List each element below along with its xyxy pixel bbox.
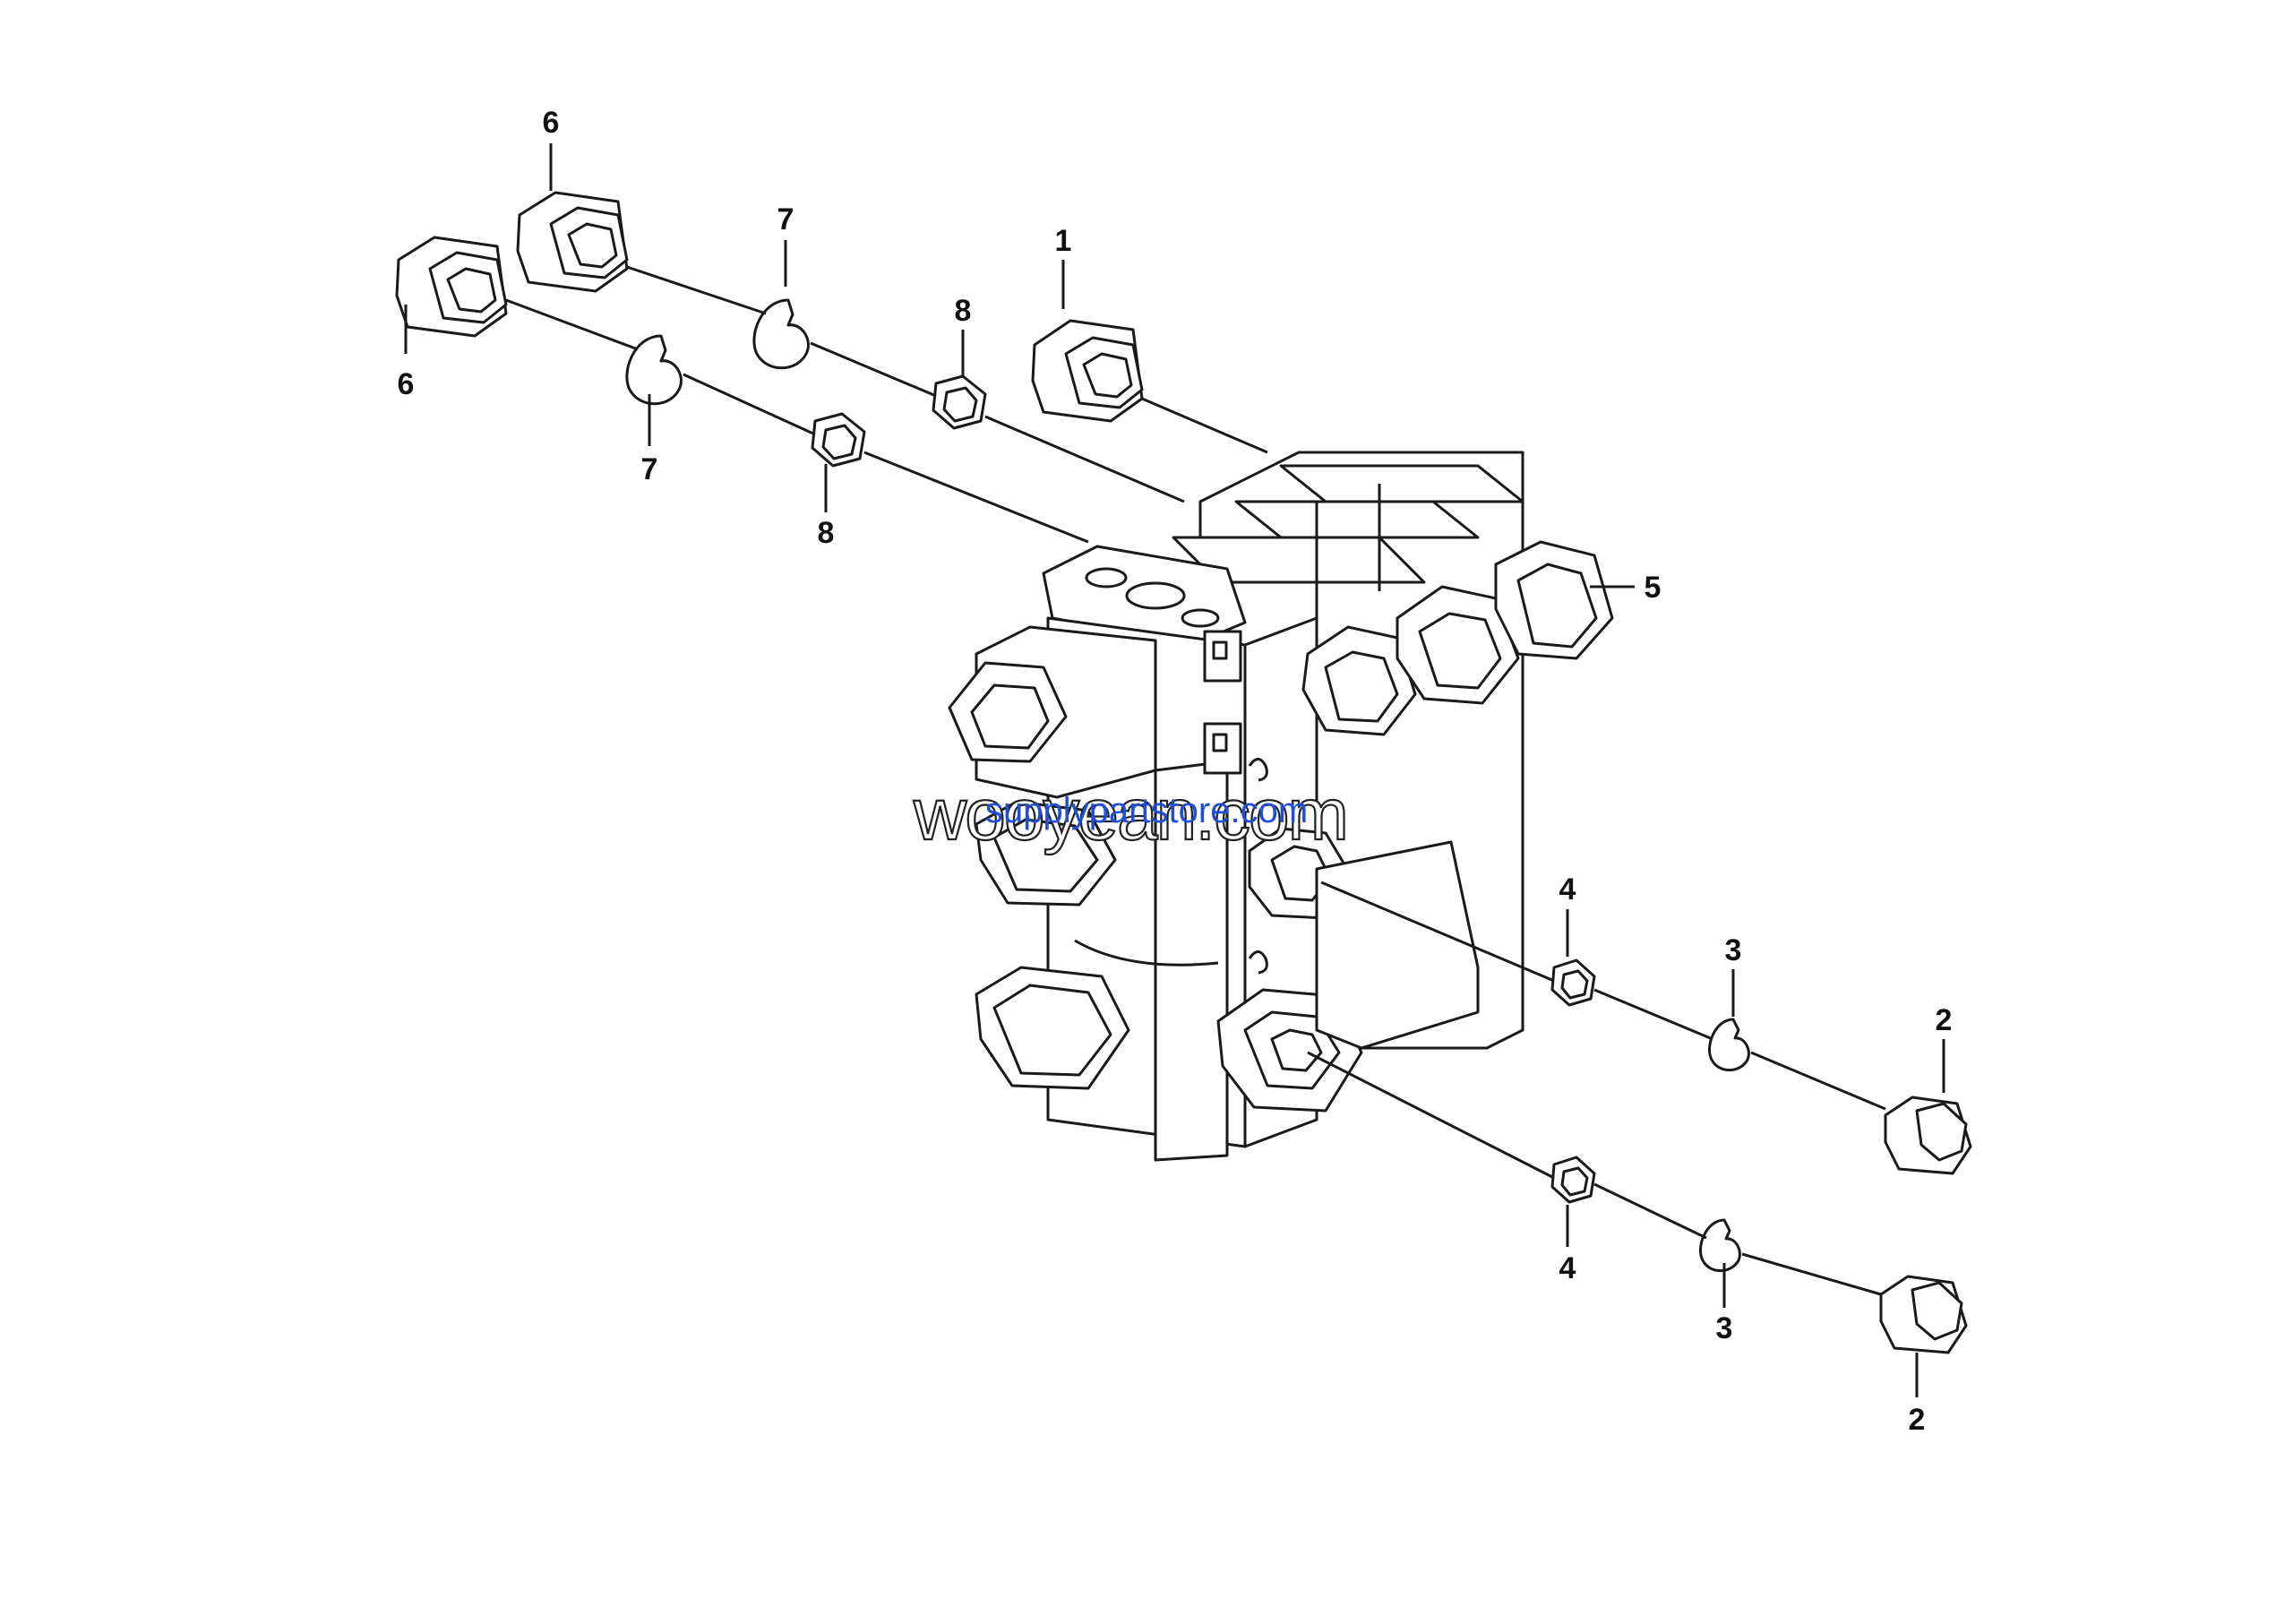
callout-4-lower: 4 bbox=[1559, 1251, 1576, 1285]
watermark-primary: wooyean.com bbox=[913, 774, 1347, 855]
callout-5: 5 bbox=[1645, 571, 1662, 605]
callout-3-upper: 3 bbox=[1725, 933, 1742, 967]
nut-part-4-upper bbox=[1550, 958, 1596, 1007]
callout-6-upper: 6 bbox=[543, 106, 560, 140]
watermark: wooyean.com supplypartstore.com bbox=[912, 773, 1350, 856]
callout-3-lower: 3 bbox=[1716, 1311, 1733, 1345]
callout-4-upper: 4 bbox=[1559, 872, 1576, 907]
plug-part-6-lower bbox=[395, 236, 508, 338]
clip-part-7-lower bbox=[625, 334, 683, 406]
nut-part-8-upper bbox=[932, 374, 987, 430]
clip-part-3-upper bbox=[1708, 1018, 1750, 1072]
clip-part-3-lower bbox=[1699, 1218, 1741, 1273]
callout-2-upper: 2 bbox=[1936, 1003, 1953, 1037]
plug-part-6-upper bbox=[516, 191, 629, 293]
assembly-lines bbox=[505, 265, 1886, 1296]
plug-part-2-lower bbox=[1879, 1275, 1968, 1354]
plug-part-2-upper bbox=[1884, 1096, 1972, 1175]
callout-7-lower: 7 bbox=[641, 452, 658, 486]
callout-1: 1 bbox=[1055, 224, 1072, 258]
clip-part-7-upper bbox=[752, 298, 810, 370]
watermark-secondary: supplypartstore.com bbox=[985, 791, 1308, 830]
callout-7-upper: 7 bbox=[777, 202, 794, 236]
plug-part-1 bbox=[1031, 319, 1144, 423]
leader-lines bbox=[404, 143, 1945, 1397]
callout-8-upper: 8 bbox=[955, 294, 972, 328]
callout-6-lower: 6 bbox=[398, 367, 415, 401]
valve-block bbox=[948, 451, 1614, 1162]
nut-part-8-lower bbox=[811, 412, 866, 468]
callout-2-lower: 2 bbox=[1909, 1403, 1926, 1437]
callout-labels: 6 6 7 7 8 8 1 5 4 4 3 3 2 2 bbox=[398, 106, 1953, 1437]
nut-part-4-lower bbox=[1550, 1156, 1596, 1204]
callout-8-lower: 8 bbox=[818, 516, 835, 550]
